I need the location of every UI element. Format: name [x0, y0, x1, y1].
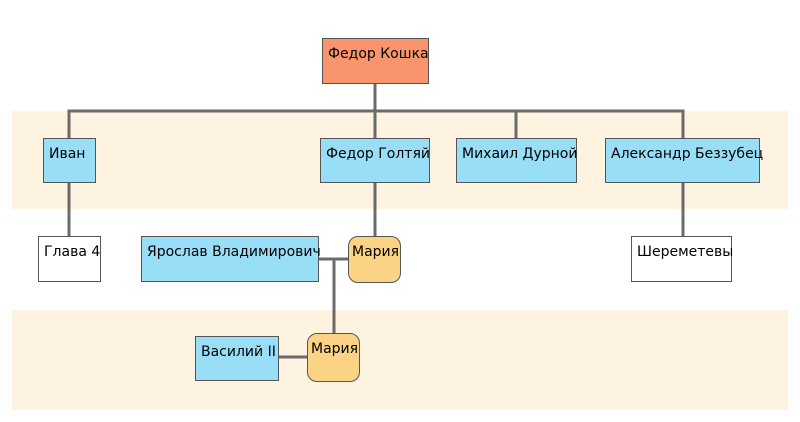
- node-fedor-goltyai: Федор Голтяй: [320, 138, 430, 183]
- node-ivan: Иван: [43, 138, 96, 183]
- generation-band-3: [12, 310, 788, 410]
- node-aleksandr-bezzubets: Александр Беззубец: [605, 138, 763, 183]
- node-chapter-4: Глава 4: [38, 236, 101, 282]
- node-fedor-koshka: Федор Кошка: [322, 38, 429, 84]
- node-sheremetevy: Шереметевы: [631, 236, 733, 282]
- node-maria-2: Мария: [307, 333, 360, 382]
- node-maria-1: Мария: [348, 236, 401, 283]
- node-yaroslav-vladimirovich: Ярослав Владимирович: [141, 236, 321, 282]
- node-mikhail-durnoi: Михаил Дурной: [456, 138, 577, 183]
- node-vasily-ii: Василий II: [195, 336, 279, 381]
